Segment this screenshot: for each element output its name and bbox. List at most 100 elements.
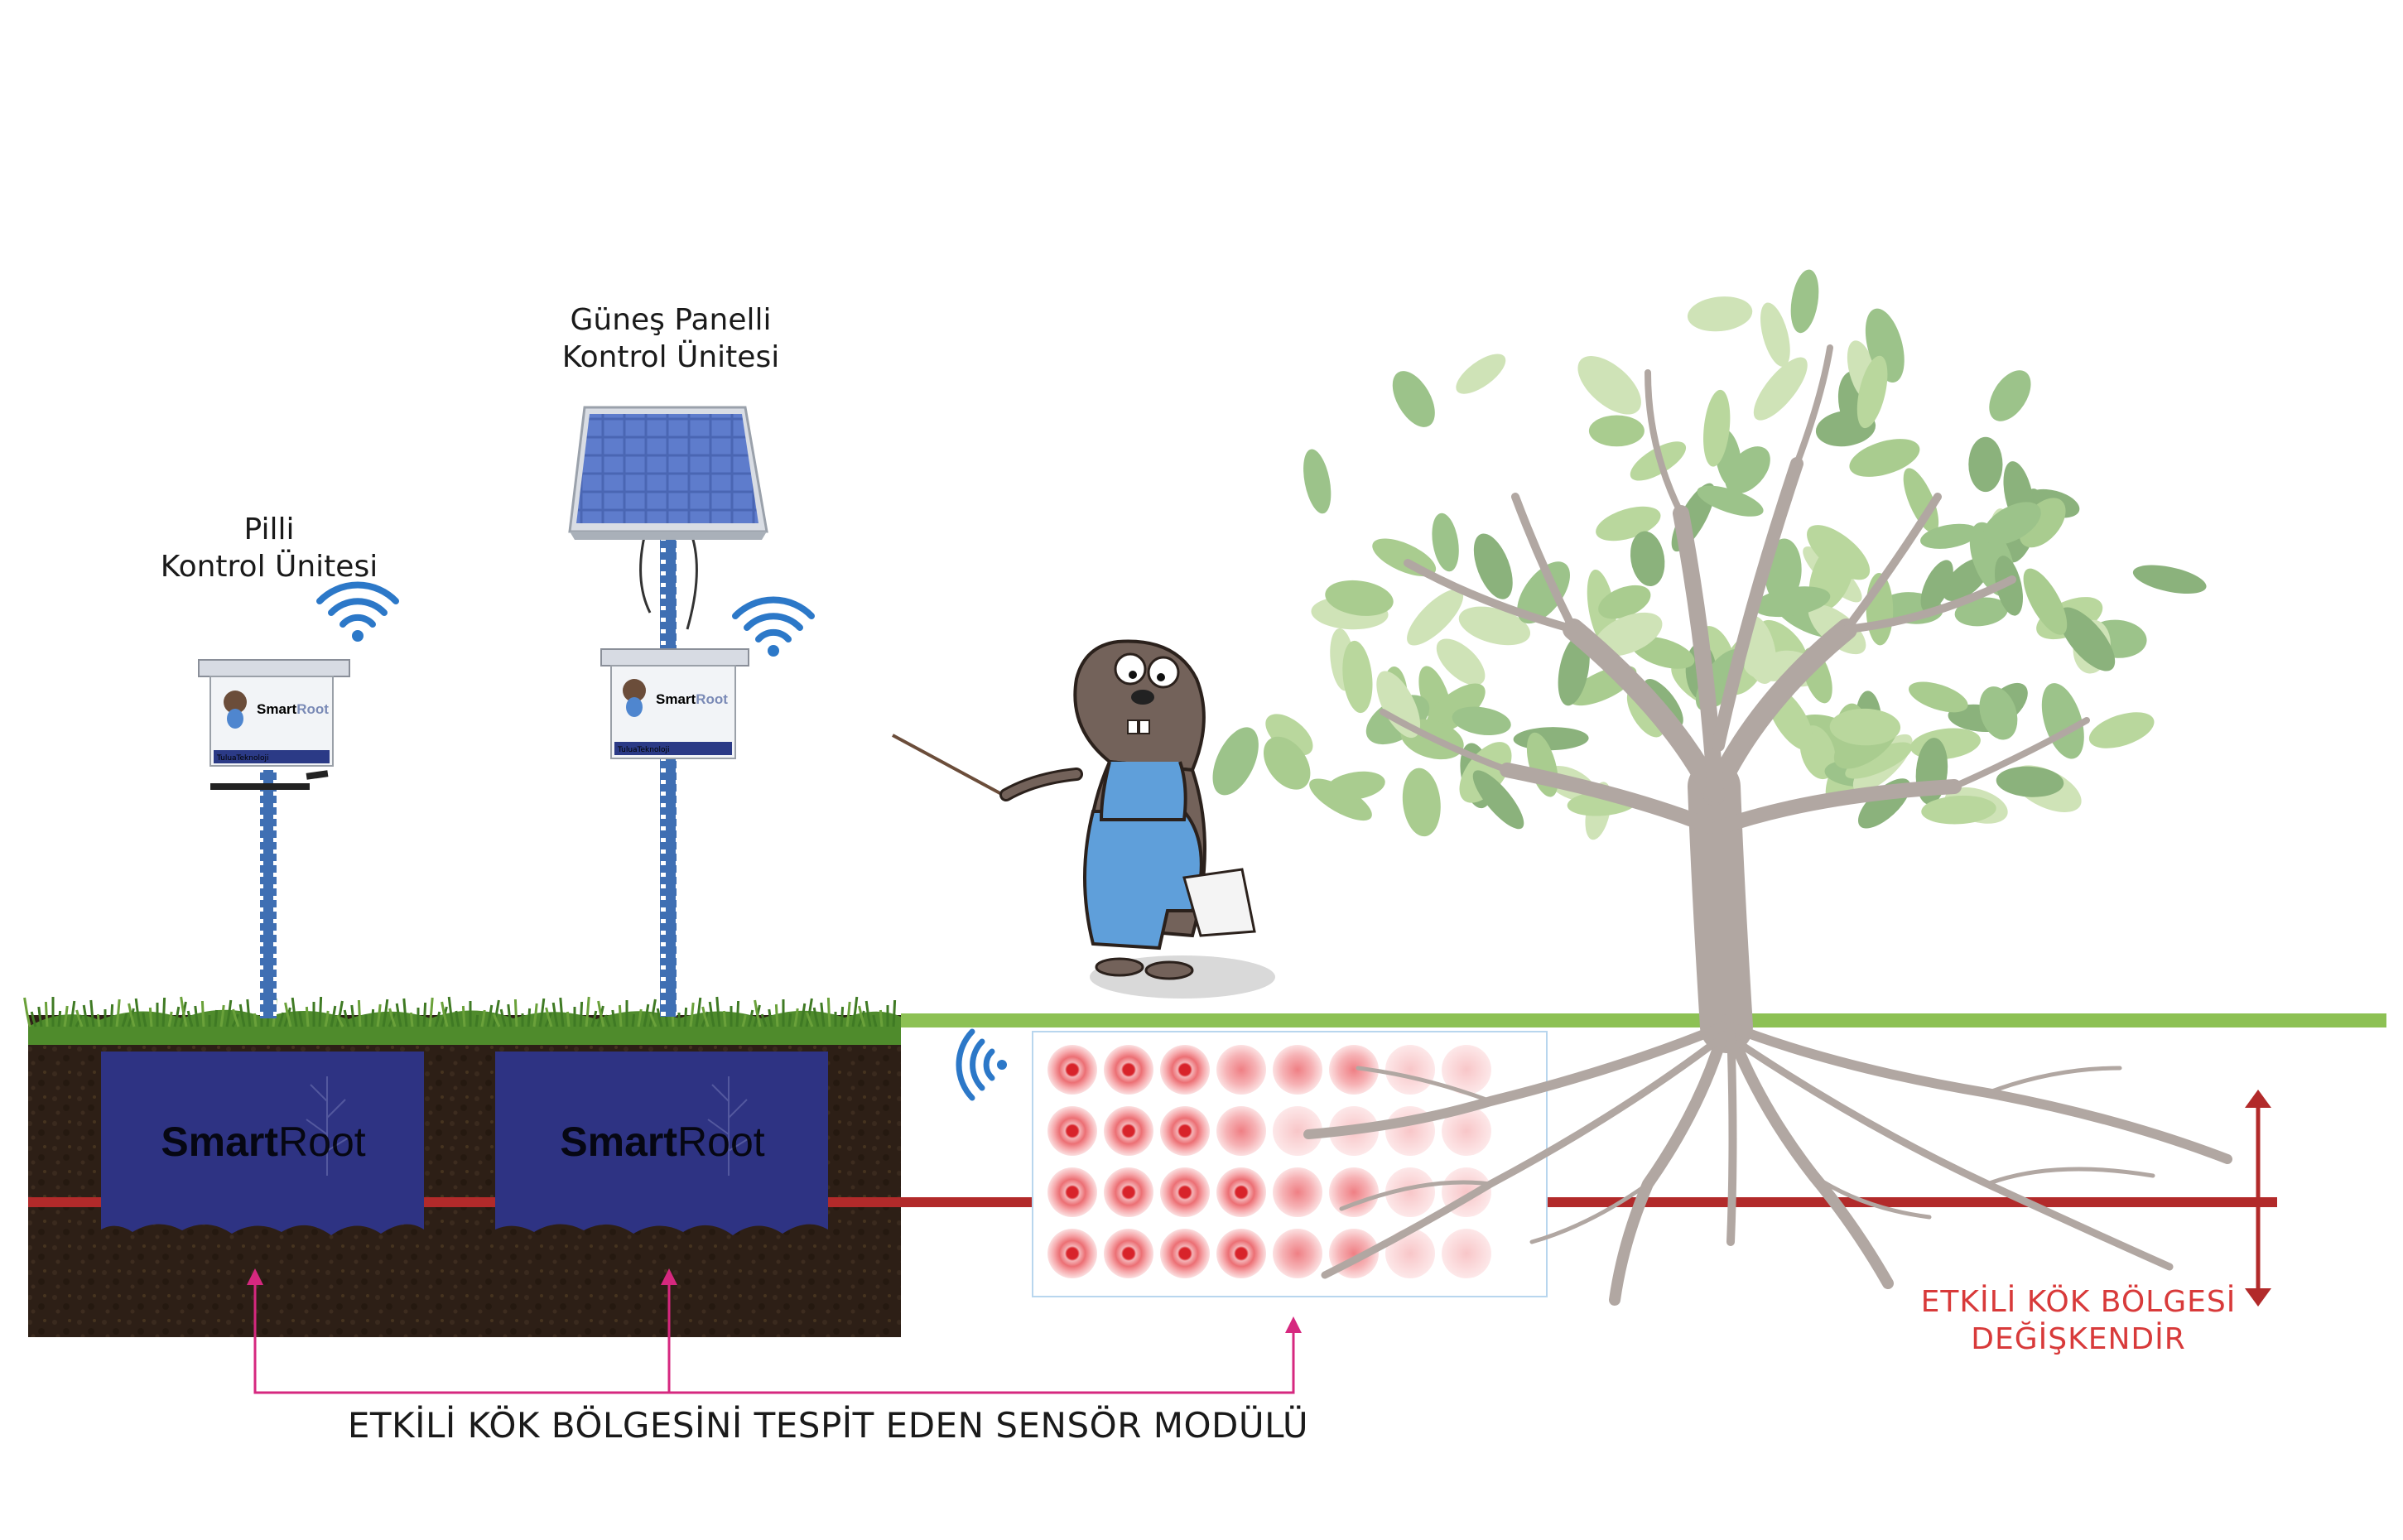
grass-blade [474,1014,479,1027]
grass-blade [480,1009,486,1027]
grass-blade [109,1003,114,1027]
grass-blade [872,1014,878,1027]
sensor-cell [1273,1229,1322,1278]
tree-leaf [1342,640,1373,714]
grass-blade [812,1007,820,1027]
tree-leaf [1265,714,1313,756]
grass-blade [330,1005,337,1027]
grass-blade [357,999,362,1027]
grass-blade [461,1005,466,1027]
grass-blade [253,1013,258,1027]
grass-blade [63,1005,69,1027]
grass-blade [434,1011,441,1027]
tree-leaf [1954,597,2008,627]
sensor-cell [1273,1167,1322,1217]
tree-leaf [1407,589,1464,646]
tree-leaf [2023,568,2068,635]
grass-blade [324,1010,330,1027]
tree-leaf [1807,525,1871,580]
tree-leaf [1513,727,1589,751]
grass-blade [597,1000,605,1027]
tree-leaf [1979,686,2018,740]
grass-blade [96,1013,101,1027]
grass-blade [806,1012,814,1027]
grass-blade [566,1011,571,1027]
arrow-up-icon [247,1268,263,1285]
sensor-cell [1160,1167,1210,1217]
tree-leaf [1436,638,1486,686]
grass-blade [689,1002,695,1027]
tree-leaf [1577,356,1641,415]
tree-leaf [1432,513,1459,572]
tree-leaf [1598,585,1651,619]
tree-leaf [1920,560,1953,613]
tree-leaf [1753,357,1808,421]
grass-blade [805,998,813,1027]
root-zone-note-line1: ETKİLİ KÖK BÖLGESİ [1920,1285,2237,1319]
grass-blade [559,997,565,1027]
tree-leaf [1376,671,1421,739]
grass-blade [82,1004,89,1027]
grass-blade [214,1009,219,1027]
arrow-up-icon [661,1268,677,1285]
arrow-up-icon [1285,1316,1302,1333]
grass-blade [57,1010,62,1027]
grass-blade [774,1003,779,1027]
grass-blade [845,1001,851,1027]
grass-blade [200,1000,205,1027]
sensor-cell [1104,1106,1153,1156]
grass-blade [747,1009,754,1027]
grass-blade [683,1007,688,1027]
tree-leaf [2088,712,2155,748]
grass-blade [826,997,831,1027]
grass-blade [551,1002,559,1027]
grass-blade [395,1003,402,1027]
grass-blade [631,1013,636,1027]
grass-blade [820,1002,826,1027]
tree-leaf [1982,502,2041,545]
grass-blade [585,996,590,1027]
grass-blade [715,996,721,1027]
tree-leaf [1392,371,1435,427]
tree-leaf [2059,607,2116,671]
grass-blade [167,1011,173,1027]
grass-blade [422,1002,427,1027]
root-zone-note-line2: DEĞİŞKENDİR [1971,1322,2186,1356]
tree-leaf [1452,706,1511,736]
grass-blade [246,999,252,1027]
grass-blade [69,1000,76,1027]
grass-blade [513,999,518,1027]
grass-blade [219,1004,225,1027]
grass-blade [75,1009,84,1027]
grass-blade [382,999,389,1027]
tree-leaf [1760,302,1790,367]
grass-blade [493,1013,501,1027]
wifi-icon [956,1028,1007,1101]
sensor-cell [1047,1167,1097,1217]
battery-box-brand: SmartRoot [257,701,329,717]
grass-blade [161,997,166,1027]
grass-blade [277,1012,285,1027]
grass-blade [735,1000,740,1027]
tree-leaf [1630,531,1665,587]
grass-blade [409,1012,414,1027]
sensor-cell [1104,1229,1153,1278]
grass-blade [388,1008,397,1027]
sensor-cell [1160,1106,1210,1156]
sensor-cell [1216,1106,1266,1156]
grass-blade [787,1013,792,1027]
grass-blade [492,999,500,1027]
grass-blade [238,1003,246,1027]
tree-leaf [1845,742,1913,779]
grass-blade [455,1010,460,1027]
grass-blade [486,1004,494,1027]
grass-blade [760,1013,768,1027]
sensor-cell [1442,1229,1491,1278]
sensor-cell [1329,1167,1379,1217]
tree-trunk-branches [1380,344,2090,1053]
sensor-connector-arrows [253,1283,1295,1394]
tree-leaf [1402,768,1441,837]
sensor-cell [1442,1045,1491,1095]
ground-surface-line [901,1013,2386,1027]
